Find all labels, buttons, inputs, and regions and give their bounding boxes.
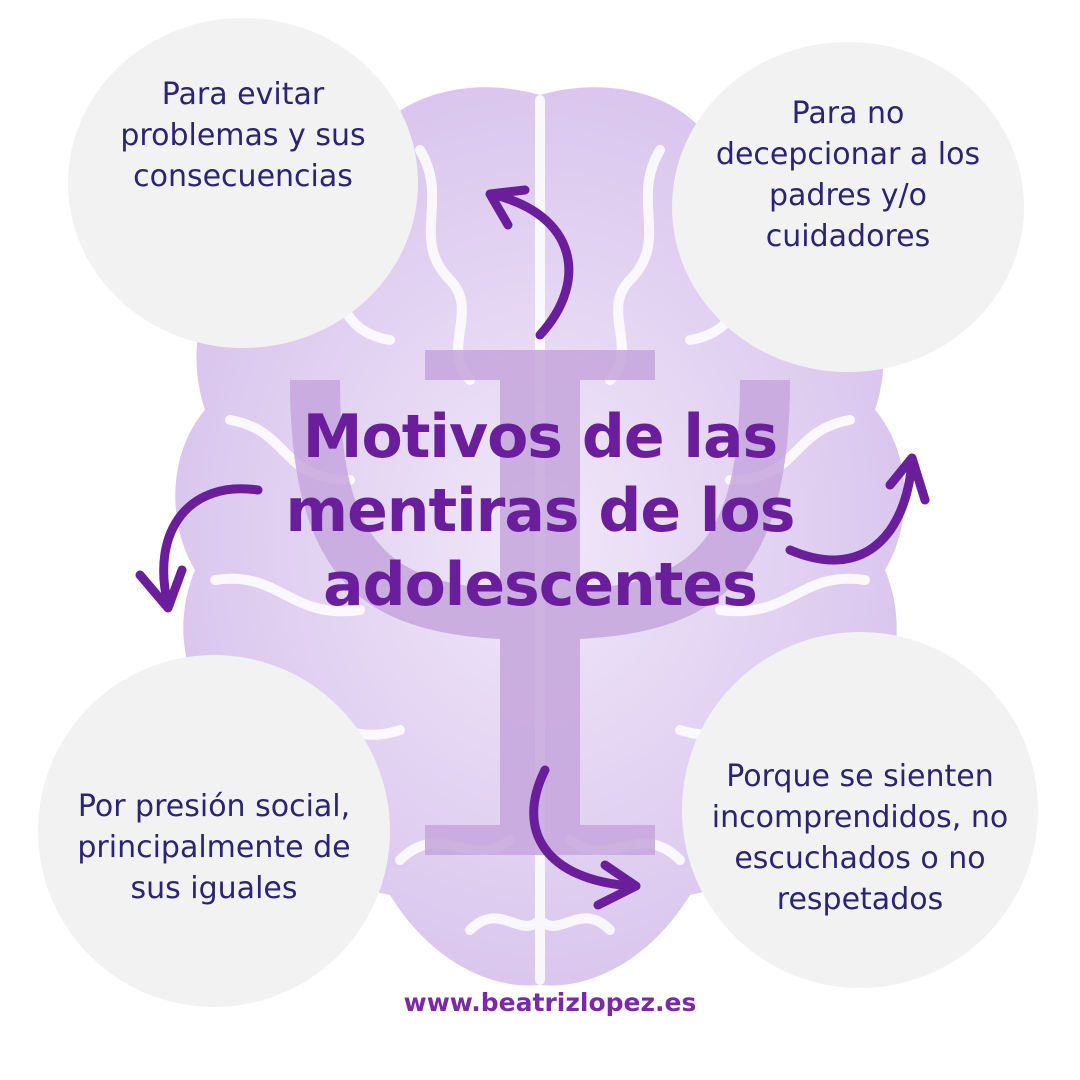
- reason-text: Para evitar problemas y sus consecuencia…: [120, 77, 366, 194]
- main-title: Motivos de las mentiras de los adolescen…: [285, 402, 796, 620]
- reason-circle: Porque se sienten incomprendidos, no esc…: [682, 632, 1038, 988]
- reason-text: Porque se sienten incomprendidos, no esc…: [711, 758, 1009, 917]
- reason-text: Para no decepcionar a los padres y/o cui…: [715, 95, 981, 254]
- reason-circle: Para no decepcionar a los padres y/o cui…: [672, 42, 1024, 372]
- reason-circle: Para evitar problemas y sus consecuencia…: [68, 18, 418, 348]
- reason-circle: Por presión social, principalmente de su…: [38, 655, 390, 1007]
- website-link[interactable]: www.beatrizlopez.es: [403, 988, 697, 1017]
- reason-text: Por presión social, principalmente de su…: [77, 788, 351, 906]
